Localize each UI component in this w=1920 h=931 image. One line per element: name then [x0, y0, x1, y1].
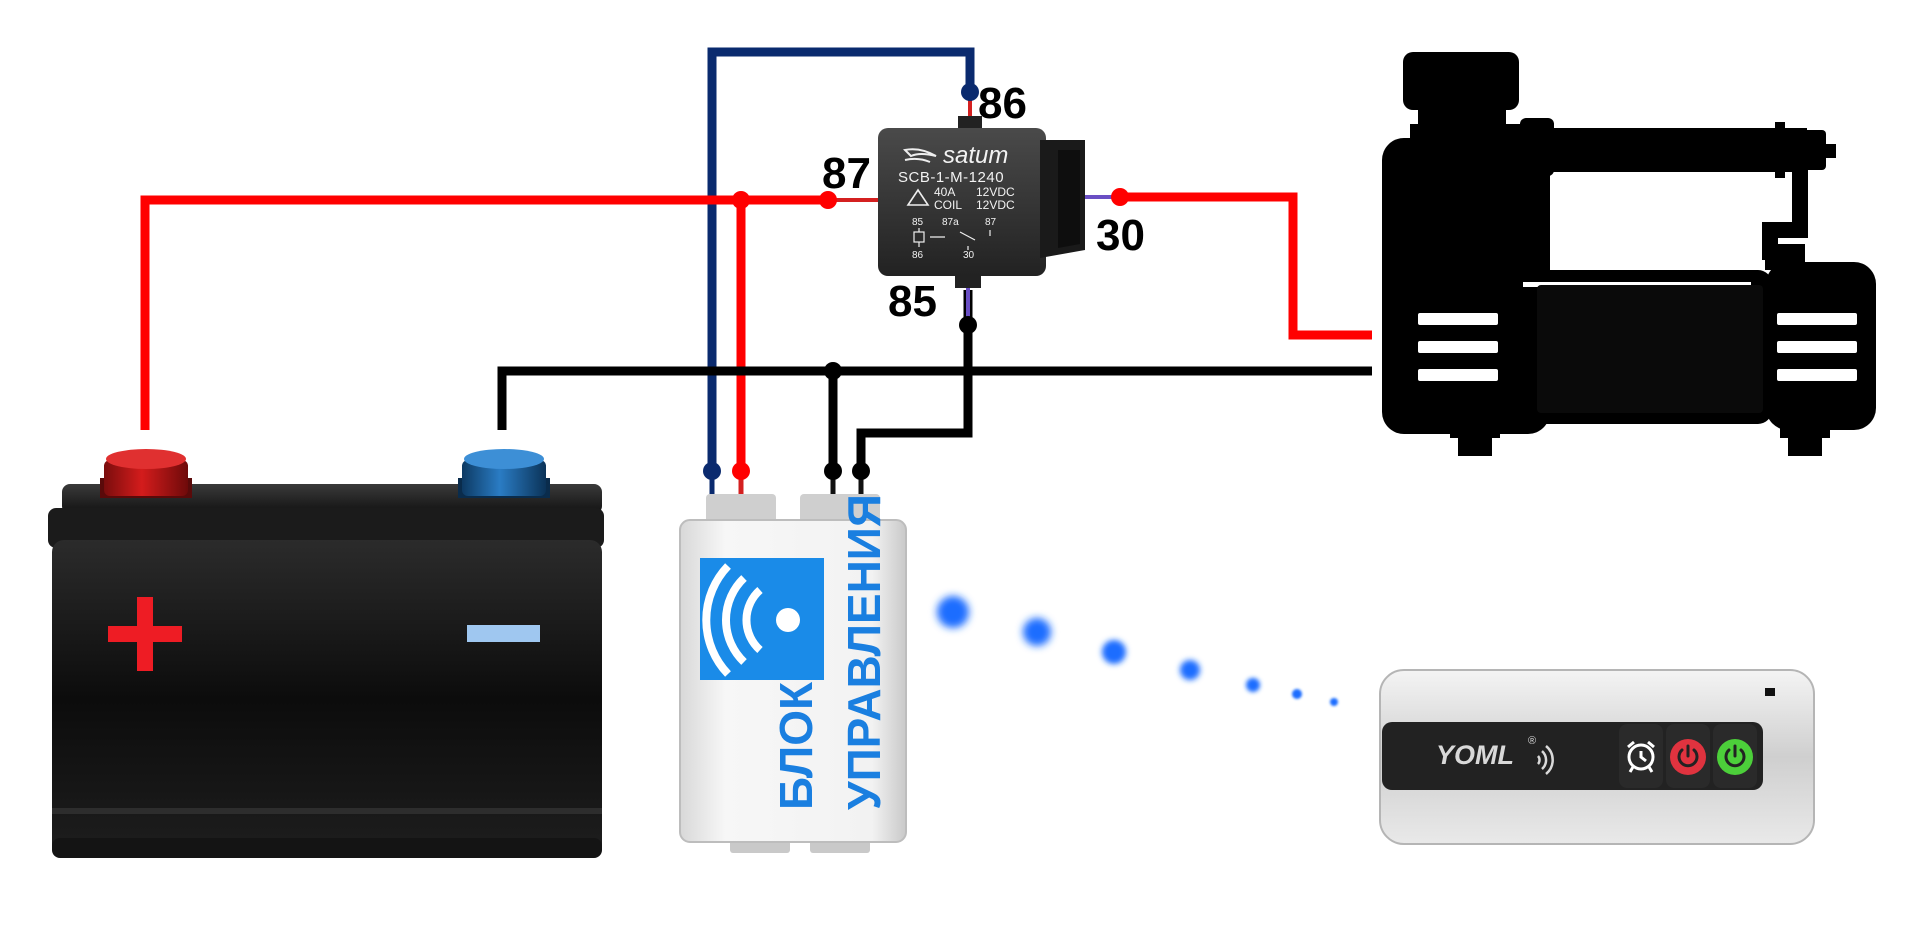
signal-wire-85 [856, 325, 973, 475]
junction-87 [819, 191, 837, 209]
junctions [703, 83, 1129, 480]
junction-85 [959, 316, 977, 334]
junction-cu-black2 [852, 462, 870, 480]
relay-current: 40A [934, 185, 955, 199]
relay-voltage-1: 12VDC [976, 185, 1015, 199]
relay-pin-labels: 86 87 30 85 [822, 79, 1145, 326]
signal-dot [1246, 678, 1260, 692]
wireless-signal-icon [1536, 745, 1554, 775]
remote-control: YOML ® [1379, 669, 1815, 845]
power-on-button[interactable] [1713, 724, 1757, 788]
power-off-button[interactable] [1666, 724, 1710, 788]
remote-registered-mark: ® [1528, 735, 1536, 747]
junction-branch-red [732, 191, 750, 209]
positive-terminal [100, 449, 192, 498]
warning-triangle-icon [906, 188, 930, 206]
relay-voltage-2: 12VDC [976, 198, 1015, 212]
relay-brand: satum [943, 142, 1008, 169]
svg-text:86: 86 [912, 250, 924, 261]
remote-brand: YOML [1436, 740, 1514, 770]
positive-wire-battery [140, 195, 828, 430]
junction-cu-red [732, 462, 750, 480]
junction-cu-black1 [824, 462, 842, 480]
control-unit-label-line1: БЛОК [770, 681, 822, 810]
plus-sign-icon [108, 597, 182, 671]
battery [48, 449, 604, 858]
compressor [1382, 52, 1876, 456]
junction-30 [1111, 188, 1129, 206]
relay: satum SCB-1-M-1240 40A COIL 12VDC 12VDC … [878, 116, 1085, 288]
signal-dot [1330, 698, 1338, 706]
svg-text:87: 87 [985, 217, 997, 228]
relay-logo-icon [902, 148, 937, 163]
junction-cu-blue [703, 462, 721, 480]
compressor-vents [1418, 313, 1857, 381]
signal-dot [937, 596, 969, 628]
signal-dot [1023, 618, 1051, 646]
relay-schematic: 85 87a 87 86 30 [912, 217, 997, 261]
pin-label-30: 30 [1096, 211, 1145, 260]
alarm-button[interactable] [1619, 724, 1663, 788]
junction-ground [824, 362, 842, 380]
pin-label-87: 87 [822, 149, 871, 198]
alarm-clock-icon [1627, 740, 1655, 773]
negative-terminal [458, 449, 550, 498]
relay-model: SCB-1-M-1240 [898, 169, 1004, 186]
power-off-icon [1677, 744, 1699, 768]
svg-text:85: 85 [912, 217, 924, 228]
minus-sign-icon [467, 625, 540, 642]
pin-label-86: 86 [978, 79, 1027, 128]
svg-text:87a: 87a [942, 217, 959, 228]
power-on-icon [1724, 744, 1746, 768]
control-unit-label-line2: УПРАВЛЕНИЯ [838, 494, 890, 810]
control-unit: БЛОК УПРАВЛЕНИЯ [679, 494, 907, 853]
positive-wire-compressor [1120, 192, 1372, 340]
wifi-icon [702, 563, 800, 677]
ground-wire-main [497, 366, 1372, 430]
signal-dot [1292, 689, 1302, 699]
signal-dot [1180, 660, 1200, 680]
wireless-signal-dots [937, 596, 1338, 706]
svg-text:30: 30 [963, 250, 975, 261]
wires [140, 47, 1372, 518]
signal-dot [1102, 640, 1126, 664]
relay-coil: COIL [934, 198, 962, 212]
signal-wire-86 [707, 47, 975, 475]
junction-86 [961, 83, 979, 101]
pin-label-85: 85 [888, 277, 937, 326]
